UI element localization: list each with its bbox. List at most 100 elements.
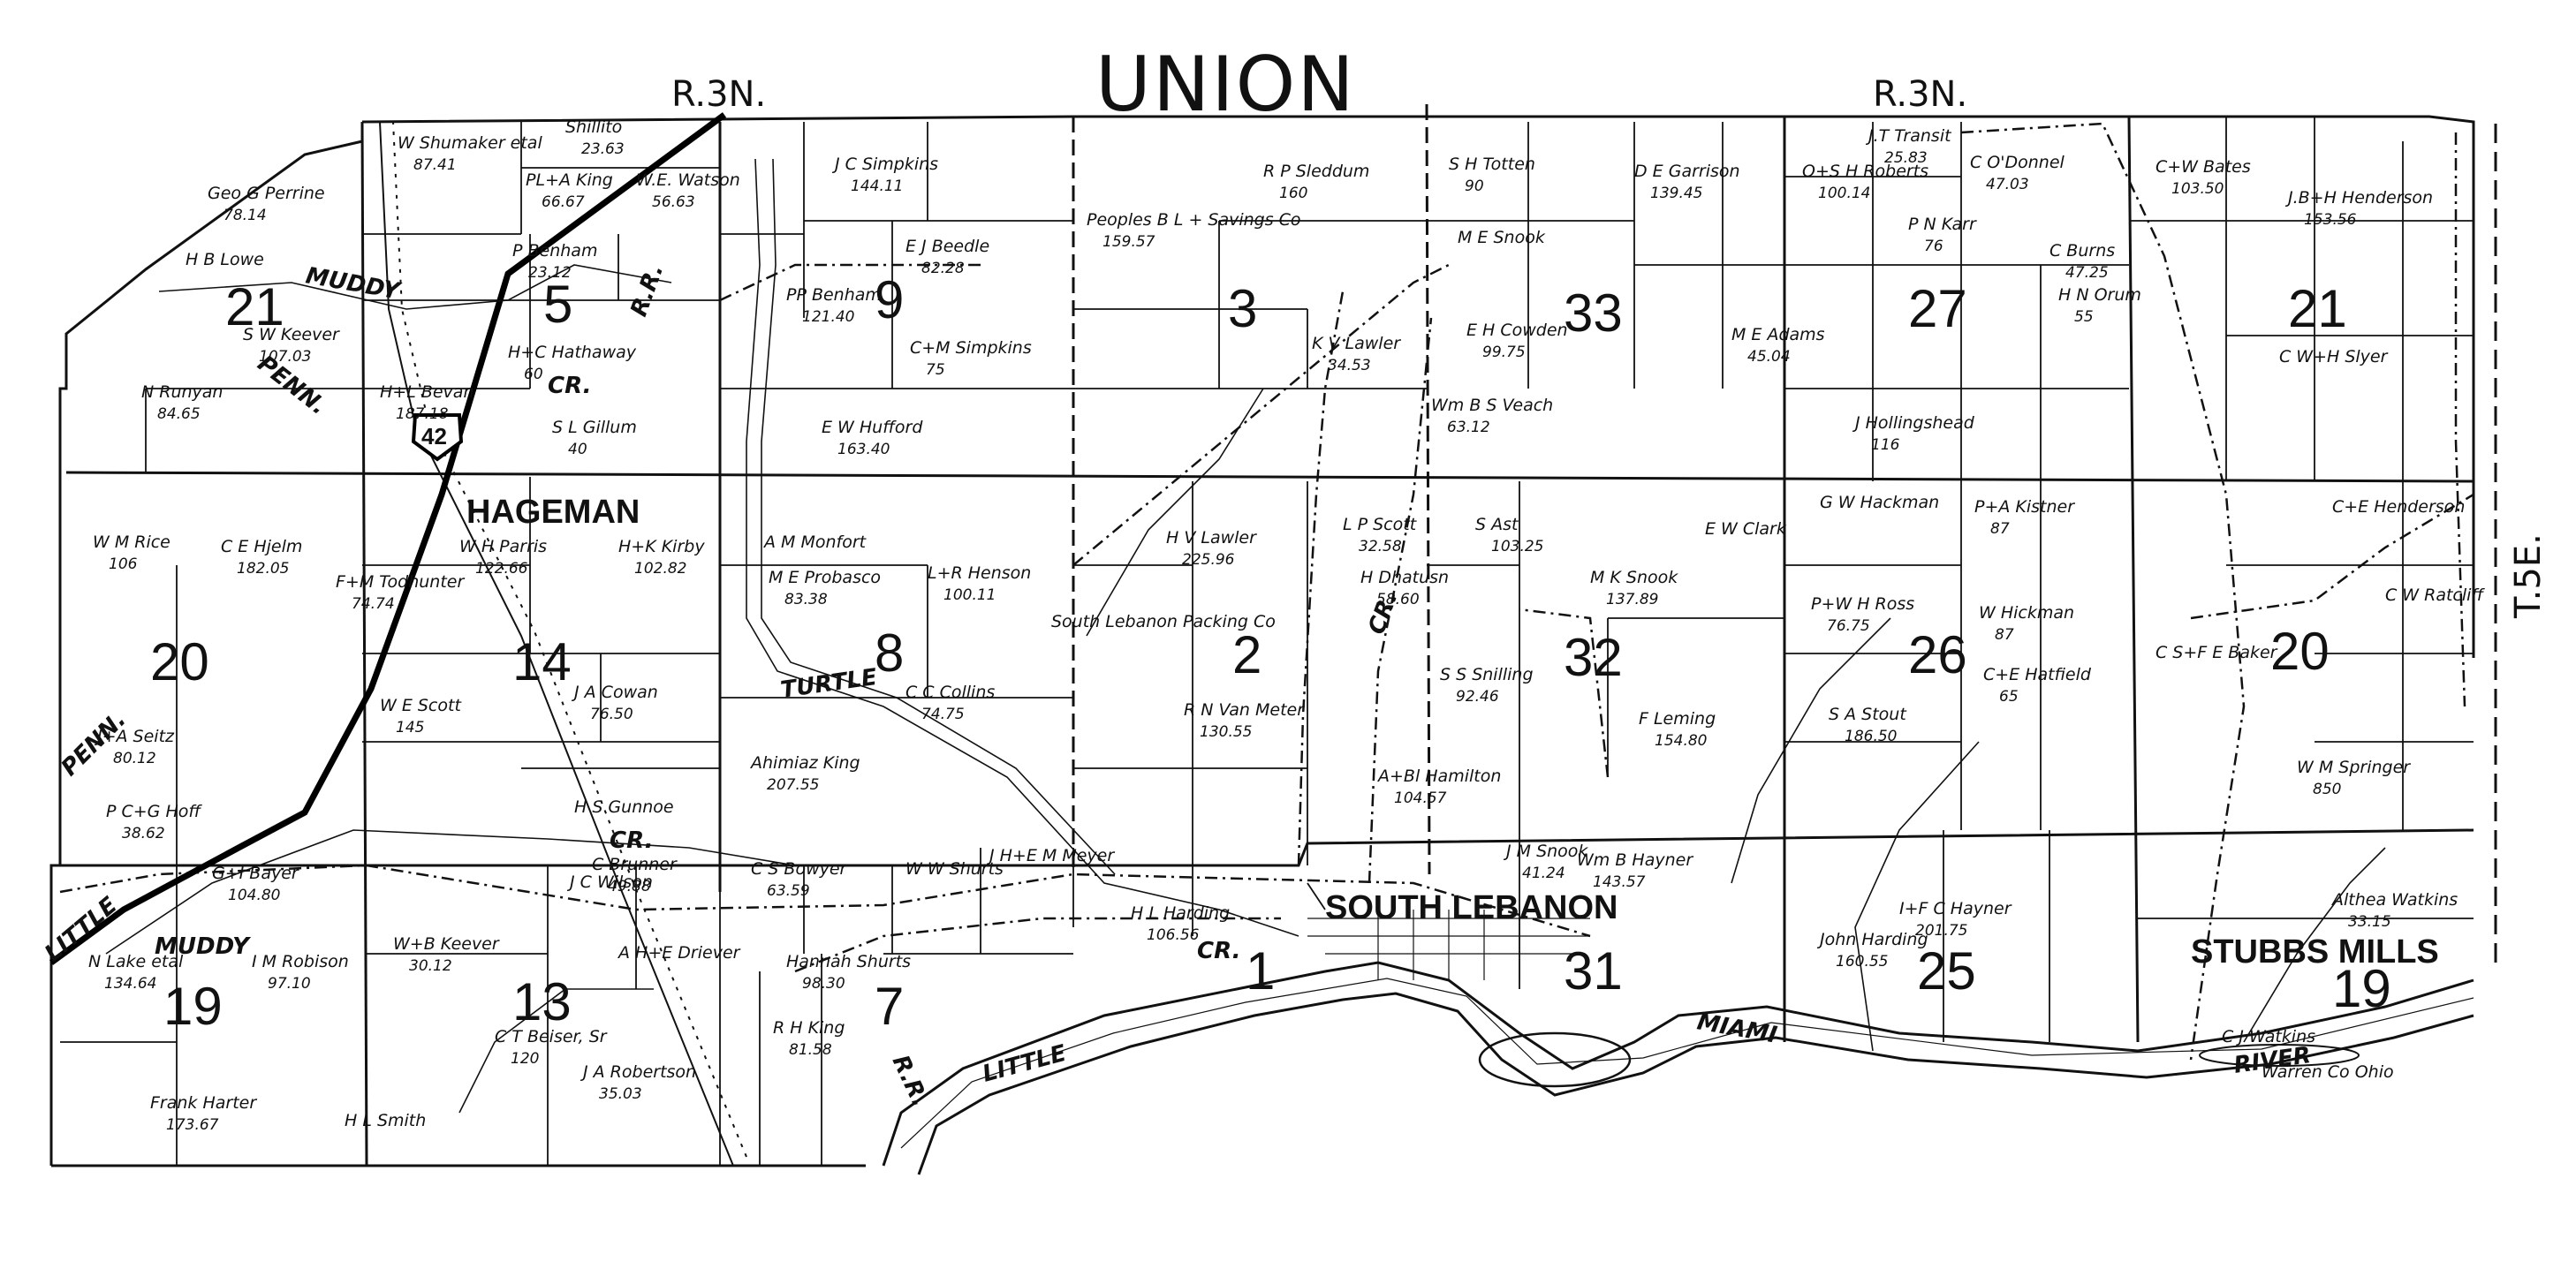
parcel-acreage: 187.18 <box>396 405 449 423</box>
parcel-acreage: 122.66 <box>475 560 528 578</box>
parcel-owner: Peoples B L + Savings Co <box>1087 210 1301 230</box>
parcel-owner: J C Simpkins <box>831 155 938 174</box>
river-label: LITTLE <box>980 1040 1069 1088</box>
parcel-owner: E H Cowden <box>1466 321 1568 340</box>
parcel: Warren Co Ohio <box>2262 1062 2394 1082</box>
parcel-owner: C J Watkins <box>2222 1027 2315 1046</box>
parcel-acreage: 78.14 <box>224 207 267 224</box>
section-numbers: 21 5 9 3 33 27 21 20 14 8 2 32 26 20 19 … <box>150 270 2391 1036</box>
road-8 <box>719 263 981 302</box>
section-line-v6 <box>2127 116 2140 1043</box>
parcel-acreage: 45.04 <box>1747 348 1791 366</box>
parcel-acreage: 106 <box>109 555 138 573</box>
town-stubbs-mills: STUBBS MILLS <box>2191 933 2439 971</box>
section-number: 19 <box>163 977 223 1036</box>
town-hageman: HAGEMAN <box>466 494 640 531</box>
section-number: 2 <box>1232 625 1261 684</box>
parcel-owner: C Burns <box>2049 241 2115 261</box>
parcel-acreage: 160 <box>1279 185 1307 202</box>
range-label-east: R.3N. <box>1873 74 1967 115</box>
parcel-owner: W Hickman <box>1979 603 2074 623</box>
parcel-owner: PP Benham <box>786 285 882 305</box>
parcel-acreage: 201.75 <box>1915 922 1967 940</box>
parcel: W M Rice 106 <box>93 533 170 573</box>
parcel-acreage: 49.88 <box>608 878 651 895</box>
road-9 <box>2190 493 2474 620</box>
parcel-owner: J A Robertson <box>580 1062 696 1082</box>
road-1 <box>1072 263 1450 566</box>
route-42-shield: 42 <box>411 413 464 462</box>
section-number: 20 <box>150 632 209 691</box>
muddy-creek-south <box>105 829 796 955</box>
creek-label: MUDDY <box>155 933 252 960</box>
parcel-owner: A+Bl Hamilton <box>1376 767 1501 786</box>
parcel: C W+H Slyer <box>2279 347 2389 366</box>
parcel-owner: C C Collins <box>905 683 995 702</box>
parcel: J C Simpkins 144.11 <box>831 155 938 195</box>
parcel: A M Monfort <box>762 533 868 552</box>
section-number: 9 <box>875 270 904 329</box>
parcel-owner: W M Rice <box>93 533 170 552</box>
parcel: W W Shurts <box>905 859 1004 879</box>
creek-label: CR. <box>610 827 653 854</box>
parcel-owner: H L Harding <box>1131 903 1230 923</box>
parcel-acreage: 76.75 <box>1827 617 1870 635</box>
parcel-acreage: 23.12 <box>528 264 572 282</box>
parcel-owner: R N Van Meter <box>1184 700 1305 720</box>
parcel-acreage: 47.25 <box>2065 264 2109 282</box>
parcel-acreage: 30.12 <box>409 957 452 975</box>
parcel-owner: P+A Kistner <box>1974 497 2075 517</box>
section-number: 3 <box>1228 279 1257 338</box>
township-boundary-left <box>49 122 364 1166</box>
parcel-owner: Wm B Hayner <box>1577 850 1693 870</box>
parcel: W Hickman 87 <box>1979 603 2074 644</box>
parcel-acreage: 850 <box>2313 781 2341 798</box>
turtle-creek <box>746 158 1299 937</box>
section-number: 14 <box>512 632 572 691</box>
highway-42 <box>49 112 727 965</box>
parcel: C Brunner 49.88 <box>592 855 678 895</box>
section-number: 20 <box>2270 622 2330 681</box>
parcel-owner: C Brunner <box>592 855 678 874</box>
parcel-acreage: 87 <box>1995 626 2014 644</box>
parcel-acreage: 134.64 <box>104 975 156 993</box>
parcel-acreage: 97.10 <box>268 975 311 993</box>
parcel: C J Watkins <box>2222 1027 2315 1046</box>
parcel-acreage: 144.11 <box>851 178 903 195</box>
parcel-owner: J.B+H Henderson <box>2284 188 2433 208</box>
parcel-acreage: 103.50 <box>2171 180 2224 198</box>
parcel-owner: H+C Hathaway <box>508 343 637 362</box>
parcel-owner: W+B Keever <box>393 934 500 954</box>
parcel-owner: John Harding <box>1816 930 1928 949</box>
parcel: J H+E M Meyer <box>986 846 1115 865</box>
parcel-owner: N Runyan <box>141 382 223 402</box>
parcel-owner: K V Lawler <box>1312 334 1401 353</box>
parcel-acreage: 104.57 <box>1394 789 1447 807</box>
parcel-owner: Frank Harter <box>150 1093 257 1113</box>
parcel-owner: C O'Donnel <box>1970 153 2065 172</box>
parcel-owner: S A Stout <box>1829 705 1907 724</box>
